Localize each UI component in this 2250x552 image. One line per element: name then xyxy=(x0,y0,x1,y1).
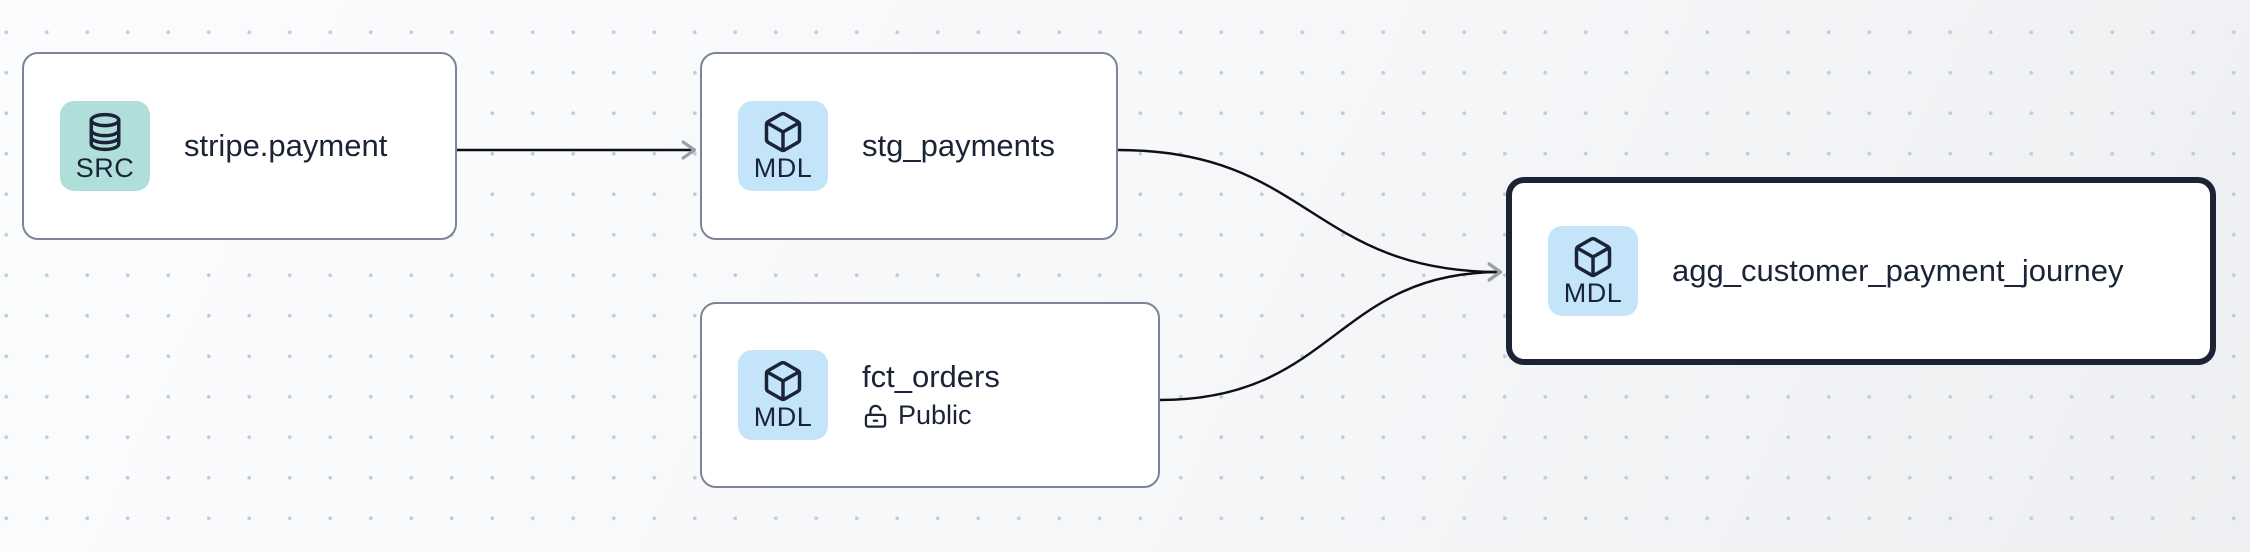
access-label: Public xyxy=(898,400,972,431)
node-fct-orders[interactable]: MDL fct_orders Public xyxy=(700,302,1160,488)
node-text: fct_orders Public xyxy=(862,359,1000,431)
edge-stg-payments-to-agg-customer-payment-journey[interactable] xyxy=(1117,148,1503,282)
cube-icon xyxy=(1571,235,1615,279)
cube-icon xyxy=(761,110,805,154)
model-type-badge: MDL xyxy=(1548,226,1638,316)
model-type-badge: MDL xyxy=(738,101,828,191)
node-title: stg_payments xyxy=(862,128,1055,164)
node-title: agg_customer_payment_journey xyxy=(1672,253,2124,289)
node-title: fct_orders xyxy=(862,358,1000,394)
node-text: stripe.payment xyxy=(184,128,387,164)
node-text: stg_payments xyxy=(862,128,1055,164)
database-icon xyxy=(83,110,127,154)
badge-label: MDL xyxy=(1563,278,1623,308)
node-text: agg_customer_payment_journey xyxy=(1672,253,2124,289)
edge-fct-orders-to-agg-customer-payment-journey[interactable] xyxy=(1159,262,1503,402)
badge-label: MDL xyxy=(753,402,813,432)
unlock-icon xyxy=(862,403,889,430)
node-stg-payments[interactable]: MDL stg_payments xyxy=(700,52,1118,240)
cube-icon xyxy=(761,359,805,403)
badge-label: MDL xyxy=(753,153,813,183)
node-stripe-payment[interactable]: SRC stripe.payment xyxy=(22,52,457,240)
node-title: stripe.payment xyxy=(184,128,388,164)
source-type-badge: SRC xyxy=(60,101,150,191)
badge-label: SRC xyxy=(75,153,135,183)
access-subtitle: Public xyxy=(862,401,1000,431)
model-type-badge: MDL xyxy=(738,350,828,440)
node-agg-customer-payment-journey[interactable]: MDL agg_customer_payment_journey xyxy=(1506,177,2216,365)
